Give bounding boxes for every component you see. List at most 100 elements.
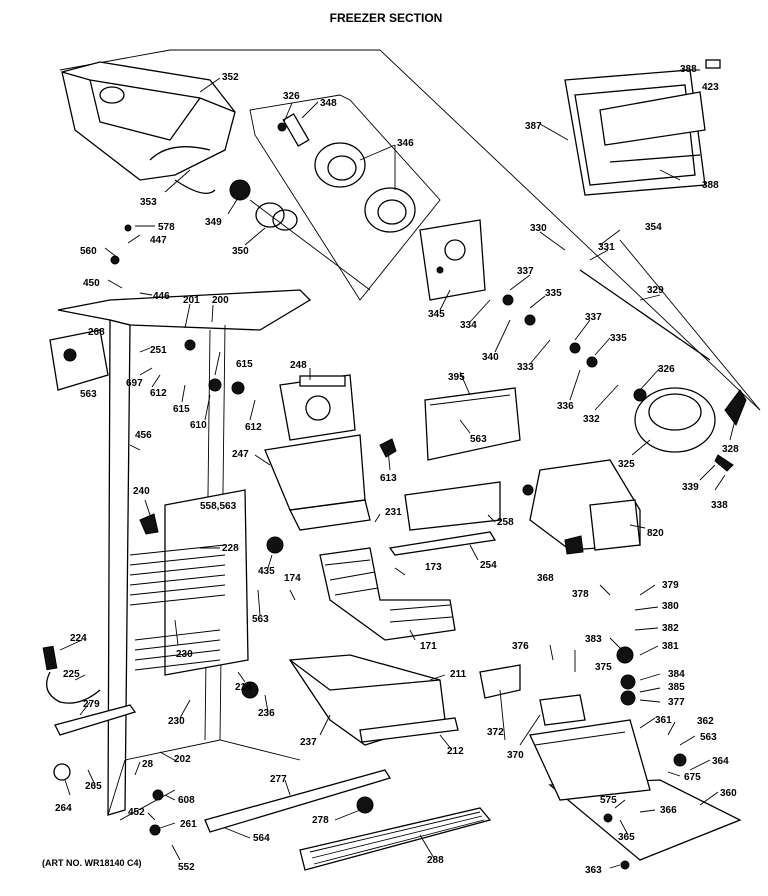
part-label: 353: [140, 197, 157, 208]
part-label: 350: [232, 246, 249, 257]
part-label: 372: [487, 727, 504, 738]
part-label: 330: [530, 223, 547, 234]
evaporator-cover: [264, 374, 371, 531]
part-label: 335: [610, 333, 627, 344]
part-label: 225: [63, 669, 80, 680]
part-label: 346: [397, 138, 414, 149]
part-label: 563: [80, 389, 97, 400]
part-label: 612: [245, 422, 262, 433]
part-label: 278: [312, 815, 329, 826]
part-label: 288: [427, 855, 444, 866]
part-label: 610: [190, 420, 207, 431]
part-label: 380: [662, 601, 679, 612]
part-label: 236: [258, 708, 275, 719]
plate-345: [419, 219, 486, 301]
part-label: 615: [173, 404, 190, 415]
part-label: 377: [668, 697, 685, 708]
part-label: 332: [583, 414, 600, 425]
part-label: 211: [450, 669, 467, 680]
art-number: (ART NO. WR18140 C4): [42, 858, 142, 868]
part-label: 258: [497, 517, 514, 528]
part-label: 362: [697, 716, 714, 727]
part-label: 363: [585, 865, 602, 876]
part-label: 230: [168, 716, 185, 727]
ice-bucket-211: [288, 654, 459, 746]
rail-277: [204, 769, 392, 833]
part-label: 173: [425, 562, 442, 573]
part-label: 575: [600, 795, 617, 806]
part-label: 261: [180, 819, 197, 830]
evaporator-coils: [129, 489, 249, 676]
part-label: 224: [70, 633, 87, 644]
part-label: 578: [158, 222, 175, 233]
diagram-title: FREEZER SECTION: [330, 11, 443, 25]
part-label: 277: [270, 774, 287, 785]
auger-assembly: [229, 94, 441, 301]
part-label: 336: [557, 401, 574, 412]
part-label: 201: [183, 295, 200, 306]
part-label: 615: [236, 359, 253, 370]
part-label: 268: [88, 327, 105, 338]
part-label: 240: [133, 486, 150, 497]
part-label: 337: [585, 312, 602, 323]
part-label: 348: [320, 98, 337, 109]
part-label: 697: [126, 378, 143, 389]
part-label: 349: [205, 217, 222, 228]
part-label: 612: [150, 388, 167, 399]
part-label: 329: [647, 285, 664, 296]
part-label: 452: [128, 807, 145, 818]
part-label: 237: [300, 737, 317, 748]
motor-325: [633, 387, 747, 472]
part-label: 387: [525, 121, 542, 132]
part-label: 214: [235, 682, 252, 693]
part-label: 446: [153, 291, 170, 302]
part-label: 370: [507, 750, 524, 761]
part-label: 423: [702, 82, 719, 93]
grille-288: [299, 807, 492, 871]
part-label: 382: [662, 623, 679, 634]
part-label: 254: [480, 560, 497, 571]
plate-360: [529, 719, 742, 861]
part-label: 365: [618, 832, 635, 843]
part-label: 202: [174, 754, 191, 765]
part-label: 265: [85, 781, 102, 792]
dispenser-door: [564, 59, 721, 196]
part-label: 361: [655, 715, 672, 726]
part-label: 352: [222, 72, 239, 83]
tray-258: [388, 481, 501, 556]
part-label: 248: [290, 360, 307, 371]
part-label: 264: [55, 803, 72, 814]
part-label: 820: [647, 528, 664, 539]
part-label: 228: [222, 543, 239, 554]
part-label: 385: [668, 682, 685, 693]
part-label: 447: [150, 235, 167, 246]
wire-basket-171: [319, 547, 456, 641]
part-label: 378: [572, 589, 589, 600]
bracket-370: [479, 664, 586, 726]
part-label: 339: [682, 482, 699, 493]
part-label: 326: [283, 91, 300, 102]
part-label: 251: [150, 345, 167, 356]
part-label: 613: [380, 473, 397, 484]
part-labels: 352 326 348 346 353 349 350 578 447 560 …: [55, 64, 739, 876]
part-label: 331: [598, 242, 615, 253]
part-label: 456: [135, 430, 152, 441]
part-label: 552: [178, 862, 195, 873]
part-label: 212: [447, 746, 464, 757]
part-label: 247: [232, 449, 249, 460]
part-label: 375: [595, 662, 612, 673]
leader-lines: [59, 69, 736, 869]
part-label: 558,563: [200, 501, 237, 512]
part-label: 337: [517, 266, 534, 277]
fasteners: [110, 122, 687, 870]
part-label: 171: [420, 641, 437, 652]
box-268: [49, 329, 109, 391]
part-label: 345: [428, 309, 445, 320]
part-label: 395: [448, 372, 465, 383]
heater-wire-225: [42, 645, 137, 781]
part-label: 230: [176, 649, 193, 660]
part-label: 174: [284, 573, 301, 584]
part-label: 564: [253, 833, 270, 844]
frame-lines: [59, 49, 761, 411]
